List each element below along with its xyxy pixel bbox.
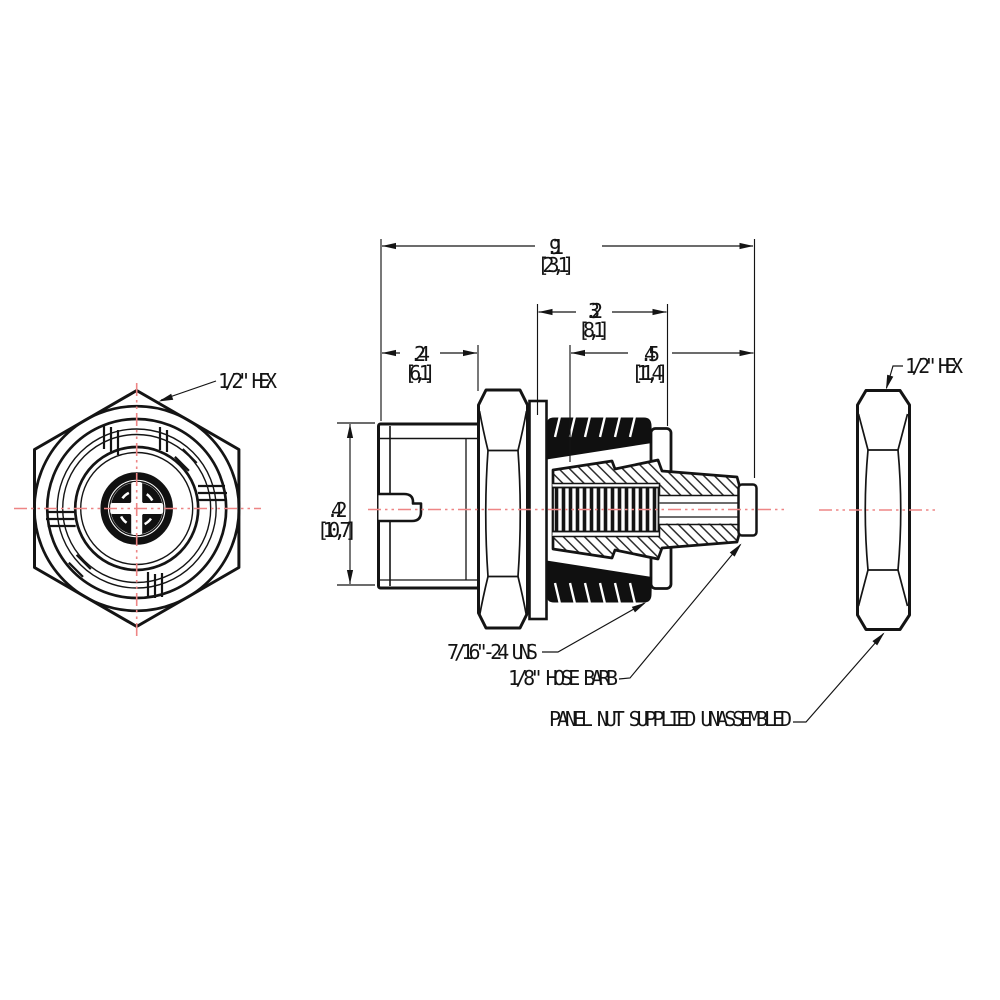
thread-runout-ticks [46, 425, 227, 598]
dim-overall-mm: [23,1] [538, 253, 575, 277]
dimension-texts: .91 [23,1] .32 [8,1] .24 [6,1] .45 [11,4… [317, 235, 669, 542]
nut-note-label: PANEL NUT SUPPLIED UNASSEMBLED [549, 707, 792, 731]
dim-thread-mm: [8,1] [578, 318, 610, 342]
barb-spec-leader [618, 544, 741, 680]
hex-section-outline [477, 388, 529, 630]
external-threads-bottom [546, 560, 652, 605]
dim-thread-in: .32 [585, 299, 603, 323]
external-threads-top [546, 415, 652, 460]
dim-body-mm: [6,1] [405, 361, 436, 385]
bore-walls [553, 482, 739, 538]
dimensions: .91 [23,1] .32 [8,1] .24 [6,1] .45 [11,4… [317, 235, 756, 586]
nut-note-leader [793, 633, 884, 723]
dim-overall-in: .91 [546, 235, 564, 259]
nut-hex-label: 1/2" HEX [905, 354, 963, 378]
dim-barb-in: .45 [640, 342, 660, 366]
dim-body-in: .24 [410, 342, 430, 366]
dim-height-in: .42 [327, 498, 348, 522]
snap-slot-notch [378, 492, 423, 523]
front-hex-label: 1/2" HEX [218, 369, 277, 393]
thread-spec-label: 7/16"-24 UNS [447, 640, 538, 664]
thread-spec-leader [542, 602, 645, 653]
labels: 1/2" HEX 1/2" HEX 7/16"-24 UNS 1/8" HOSE… [158, 354, 963, 731]
dimension-arrows [346, 242, 754, 584]
centerlines [14, 383, 936, 637]
leader-arrows [158, 374, 894, 646]
panel-nut-facets [857, 413, 909, 607]
dim-height-mm: [10,7] [317, 518, 357, 542]
dim-barb-mm: [11,4] [632, 361, 669, 385]
hex-section-facets [478, 410, 528, 617]
extension-lines [337, 239, 756, 586]
segment-slits [117, 489, 156, 528]
barb-spec-label: 1/8" HOSE BARB [508, 666, 618, 690]
